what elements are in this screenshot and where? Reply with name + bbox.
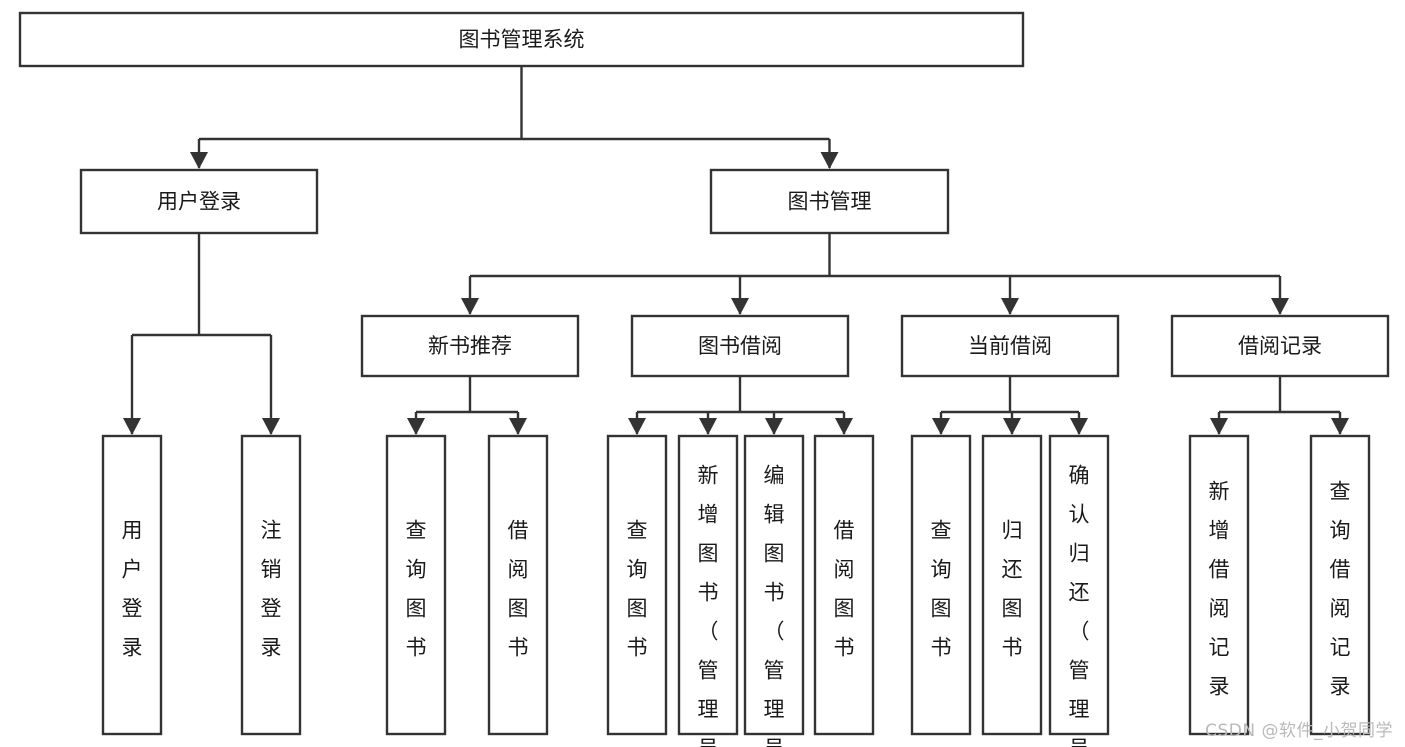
arrow-head-icon <box>262 418 280 435</box>
node-label: 借阅记录 <box>1238 334 1322 358</box>
node-label: 借阅图书 <box>508 518 529 659</box>
node-leaf-borrow-book-1[interactable]: 借阅图书 <box>487 434 549 736</box>
arrow-head-icon <box>1271 298 1289 315</box>
node-root[interactable]: 图书管理系统 <box>18 11 1025 68</box>
node-label: 用户登录 <box>157 190 241 214</box>
arrow-head-icon <box>190 152 208 169</box>
node-label: 归还图书 <box>1002 518 1023 659</box>
node-new-book-rec[interactable]: 新书推荐 <box>360 314 580 378</box>
node-label: 注销登录 <box>261 518 282 659</box>
node-leaf-query-book-3[interactable]: 查询图书 <box>910 434 972 736</box>
node-user-login[interactable]: 用户登录 <box>79 168 319 235</box>
arrow-head-icon <box>1331 418 1349 435</box>
arrow-head-icon <box>731 298 749 315</box>
node-label: 图书管理系统 <box>459 28 585 52</box>
arrow-head-icon <box>1003 418 1021 435</box>
node-label: 图书管理 <box>788 190 872 214</box>
node-leaf-confirm-return[interactable]: 确认归还（管理员） <box>1048 434 1110 747</box>
arrow-head-icon <box>699 418 717 435</box>
arrow-head-icon <box>628 418 646 435</box>
arrow-head-icon <box>123 418 141 435</box>
arrow-head-icon <box>509 418 527 435</box>
node-book-borrow[interactable]: 图书借阅 <box>630 314 850 378</box>
node-label: 当前借阅 <box>968 334 1052 358</box>
node-label: 新增借阅记录 <box>1209 479 1230 698</box>
node-label: 借阅图书 <box>834 518 855 659</box>
arrow-head-icon <box>1001 298 1019 315</box>
node-label: 查询借阅记录 <box>1330 479 1351 698</box>
arrow-head-icon <box>1070 418 1088 435</box>
node-leaf-edit-book[interactable]: 编辑图书（管理员） <box>743 434 805 747</box>
node-label: 编辑图书（管理员） <box>764 463 785 747</box>
node-borrow-record[interactable]: 借阅记录 <box>1170 314 1390 378</box>
arrow-head-icon <box>407 418 425 435</box>
node-label: 图书借阅 <box>698 334 782 358</box>
node-leaf-logout-login[interactable]: 注销登录 <box>240 434 302 736</box>
arrow-head-icon <box>835 418 853 435</box>
node-leaf-add-book[interactable]: 新增图书（管理员） <box>677 434 739 747</box>
arrow-head-icon <box>765 418 783 435</box>
arrow-head-icon <box>461 298 479 315</box>
nodes-layer: 图书管理系统用户登录图书管理新书推荐图书借阅当前借阅借阅记录用户登录注销登录查询… <box>18 11 1390 747</box>
node-leaf-borrow-book-2[interactable]: 借阅图书 <box>813 434 875 736</box>
node-label: 查询图书 <box>406 518 427 659</box>
node-label: 确认归还（管理员） <box>1069 463 1090 747</box>
node-label: 新书推荐 <box>428 334 512 358</box>
node-leaf-user-login[interactable]: 用户登录 <box>101 434 163 736</box>
node-label: 用户登录 <box>122 518 143 659</box>
node-label: 新增图书（管理员） <box>698 463 719 747</box>
node-book-manage[interactable]: 图书管理 <box>709 168 950 235</box>
node-current-borrow[interactable]: 当前借阅 <box>900 314 1120 378</box>
node-label: 查询图书 <box>627 518 648 659</box>
node-leaf-query-record[interactable]: 查询借阅记录 <box>1309 434 1371 736</box>
node-label: 查询图书 <box>931 518 952 659</box>
node-leaf-query-book-2[interactable]: 查询图书 <box>606 434 668 736</box>
arrow-head-icon <box>820 152 839 169</box>
node-leaf-query-book-1[interactable]: 查询图书 <box>385 434 447 736</box>
arrow-head-icon <box>1210 418 1228 435</box>
connectors-layer <box>123 66 1349 435</box>
arrow-head-icon <box>932 418 950 435</box>
csdn-watermark: CSDN @软件_小贺同学 <box>1205 721 1393 741</box>
node-leaf-add-record[interactable]: 新增借阅记录 <box>1188 434 1250 736</box>
node-leaf-return-book[interactable]: 归还图书 <box>981 434 1043 736</box>
